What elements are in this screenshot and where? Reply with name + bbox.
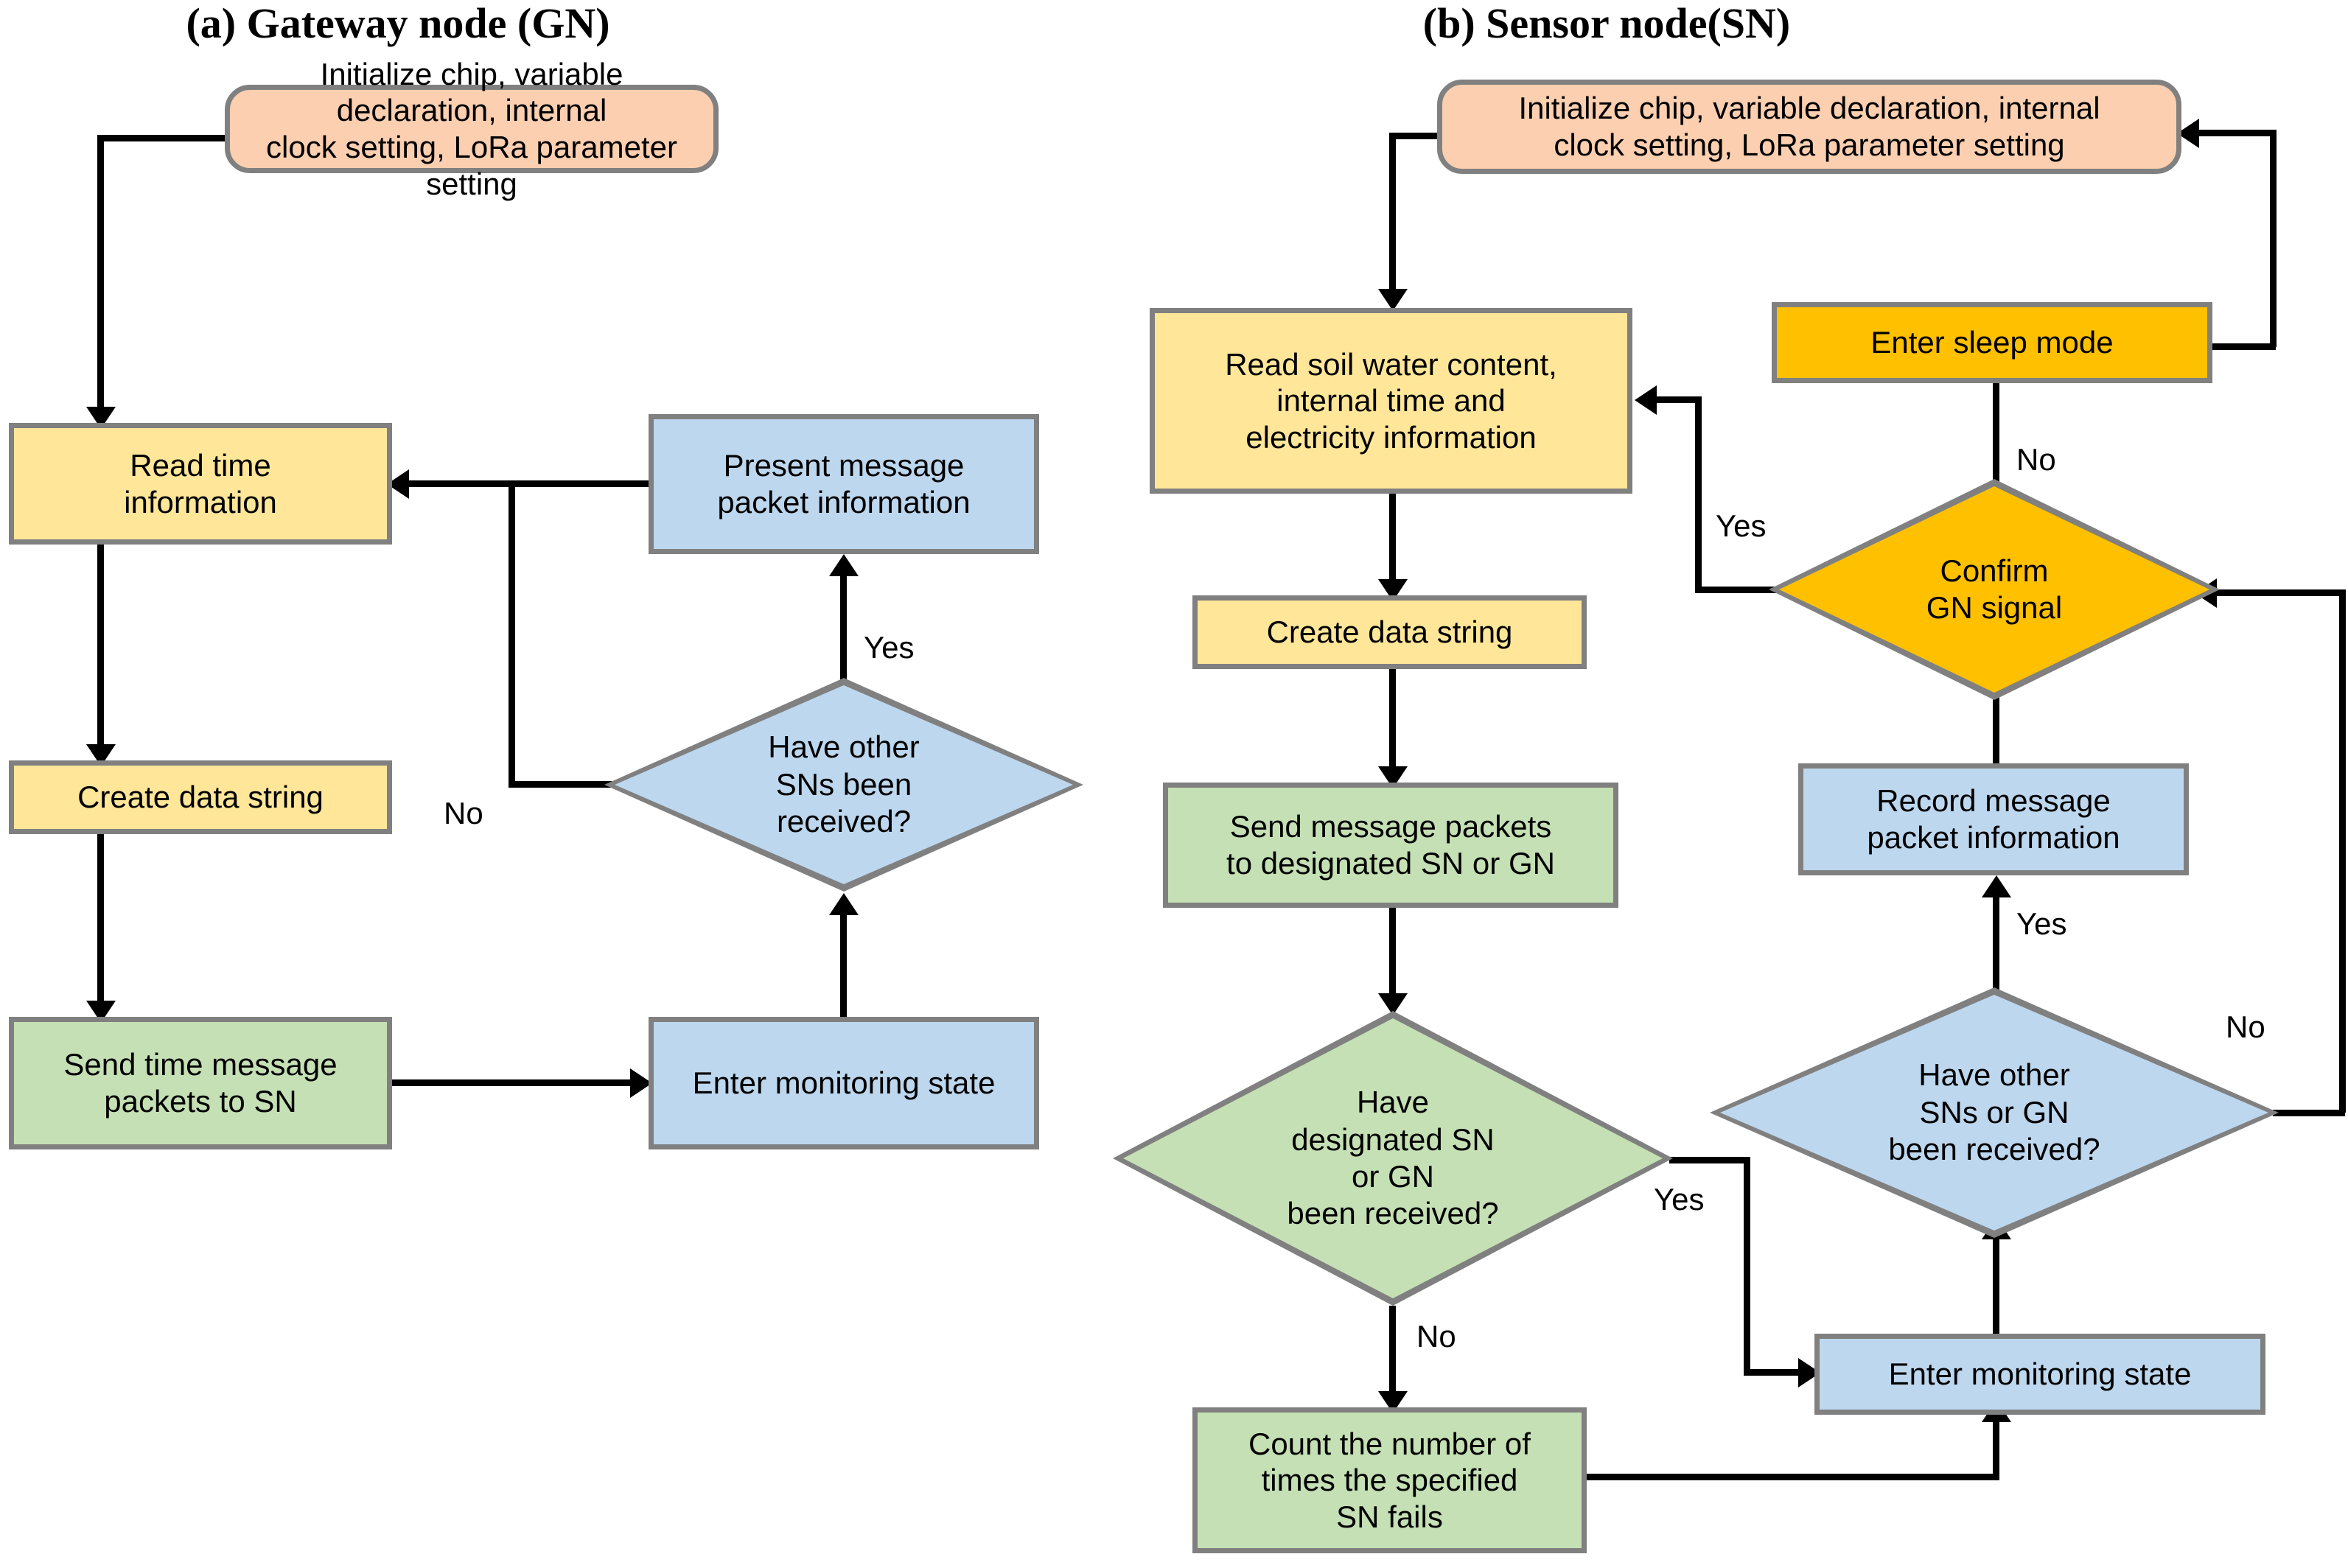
- edge-a-present-to-read: [409, 480, 652, 487]
- edge-label-b-no3: No: [2016, 442, 2056, 477]
- edge-b-yes1-v: [1744, 1157, 1750, 1375]
- node-b-count-failures-label: Count the number of times the specified …: [1248, 1426, 1531, 1534]
- edge-b-sleep-to-init-v: [2270, 130, 2277, 347]
- edge-b-no2-h1: [2273, 1110, 2345, 1116]
- node-b-read-soil: Read soil water content, internal time a…: [1150, 308, 1632, 494]
- node-a-read-time-label: Read time information: [124, 447, 277, 519]
- edge-b-record-to-confirm: [1993, 678, 1999, 765]
- edge-b-send-to-decision1: [1389, 908, 1396, 1004]
- edge-b-no2-v: [2339, 589, 2346, 1113]
- edge-b-sleep-to-init-h2: [2198, 130, 2276, 136]
- node-b-decision-other-sns-gn: Have other SNs or GN been received?: [1710, 987, 2279, 1238]
- panel-a-title: (a) Gateway node (GN): [186, 0, 610, 47]
- node-b-count-failures: Count the number of times the specified …: [1192, 1407, 1587, 1553]
- node-a-send-time-packets: Send time message packets to SN: [9, 1017, 392, 1149]
- node-a-enter-monitoring-state-label: Enter monitoring state: [692, 1065, 996, 1101]
- node-b-decision2-label: Have other SNs or GN been received?: [1888, 1057, 2100, 1167]
- node-b-confirm-gn-signal: Confirm GN signal: [1769, 479, 2220, 700]
- edge-label-b-no2: No: [2226, 1009, 2265, 1044]
- node-b-decision1-label: Have designated SN or GN been received?: [1287, 1085, 1499, 1231]
- node-a-read-time: Read time information: [9, 423, 392, 545]
- node-a-enter-monitoring-state: Enter monitoring state: [649, 1017, 1039, 1149]
- edge-b-yes1-h1: [1669, 1157, 1750, 1163]
- edge-b-count-to-monitor-v: [1993, 1421, 1999, 1477]
- arrowhead-b-yes3: [1635, 385, 1657, 415]
- edge-label-a-no: No: [444, 796, 483, 830]
- edge-label-b-yes3: Yes: [1716, 508, 1767, 543]
- node-b-send-message-packets-label: Send message packets to designated SN or…: [1226, 809, 1555, 881]
- edge-b-yes3-v: [1695, 396, 1702, 589]
- edge-b-yes3-h1: [1695, 587, 1776, 593]
- node-b-enter-monitoring-state-label: Enter monitoring state: [1888, 1357, 2192, 1392]
- node-a-initialize-label: Initialize chip, variable declaration, i…: [266, 56, 677, 201]
- node-b-create-data-string-label: Create data string: [1266, 615, 1513, 650]
- edge-a-no-v: [509, 480, 515, 784]
- node-a-present-message-packet-label: Present message packet information: [717, 448, 971, 519]
- edge-a-read-to-create: [97, 545, 104, 755]
- edge-b-no1-v: [1389, 1306, 1396, 1401]
- edge-a-monitor-to-decision: [840, 914, 847, 1018]
- edge-b-init-to-read-v: [1389, 133, 1396, 298]
- edge-a-create-to-send: [97, 834, 104, 1011]
- arrowhead-a-monitor-to-decision: [829, 893, 859, 915]
- panel-b-title: (b) Sensor node(SN): [1422, 0, 1791, 47]
- node-b-record-message-packet-label: Record message packet information: [1867, 783, 2120, 855]
- arrowhead-a-yes-to-present: [829, 554, 859, 576]
- arrowhead-b-yes2: [1982, 875, 2011, 897]
- edge-a-no-h: [509, 781, 612, 788]
- edge-b-count-to-monitor-h: [1587, 1474, 1999, 1480]
- edge-label-b-yes1: Yes: [1654, 1182, 1705, 1217]
- edge-b-yes3-h2: [1657, 396, 1699, 403]
- node-a-send-time-packets-label: Send time message packets to SN: [63, 1047, 338, 1119]
- edge-b-create-to-send: [1389, 669, 1396, 776]
- edge-b-no2-h2: [2214, 589, 2345, 596]
- edge-a-send-to-monitor: [392, 1079, 639, 1086]
- arrowhead-b-init-to-read: [1378, 289, 1408, 311]
- node-b-create-data-string: Create data string: [1192, 595, 1587, 669]
- node-b-enter-sleep-mode: Enter sleep mode: [1772, 302, 2212, 383]
- node-b-read-soil-label: Read soil water content, internal time a…: [1225, 346, 1557, 455]
- node-b-initialize-label: Initialize chip, variable declaration, i…: [1518, 91, 2100, 162]
- node-a-initialize: Initialize chip, variable declaration, i…: [225, 57, 719, 201]
- node-b-initialize: Initialize chip, variable declaration, i…: [1437, 80, 2181, 174]
- node-b-enter-sleep-mode-label: Enter sleep mode: [1870, 325, 2114, 360]
- node-a-present-message-packet: Present message packet information: [649, 414, 1039, 554]
- node-b-decision-designated: Have designated SN or GN been received?: [1113, 1011, 1673, 1306]
- node-b-record-message-packet: Record message packet information: [1798, 763, 2189, 875]
- node-b-send-message-packets: Send message packets to designated SN or…: [1163, 783, 1618, 908]
- edge-b-sleep-to-init-h1: [2211, 343, 2276, 350]
- node-b-confirm-label: Confirm GN signal: [1926, 553, 2063, 625]
- edge-b-yes2-v: [1993, 896, 1999, 990]
- edge-b-init-to-read-h: [1389, 133, 1442, 139]
- edge-b-read-to-create: [1389, 494, 1396, 589]
- edge-b-monitor-to-decision2: [1993, 1238, 1999, 1335]
- edge-a-init-to-read-h: [97, 135, 230, 141]
- edge-label-a-yes: Yes: [864, 630, 915, 665]
- node-b-enter-monitoring-state: Enter monitoring state: [1814, 1334, 2265, 1415]
- edge-b-yes1-h2: [1744, 1369, 1810, 1376]
- edge-label-b-no1: No: [1416, 1319, 1456, 1354]
- edge-a-init-to-read-v: [97, 135, 104, 417]
- node-a-decision-label: Have other SNs been received?: [768, 729, 920, 839]
- node-a-create-data-string: Create data string: [9, 760, 392, 834]
- edge-b-no3-v: [1993, 368, 1999, 483]
- edge-a-yes-to-present: [840, 575, 847, 682]
- node-a-decision-other-sns: Have other SNs been received?: [604, 678, 1083, 892]
- edge-label-b-yes2: Yes: [2016, 906, 2067, 941]
- node-a-create-data-string-label: Create data string: [77, 780, 324, 815]
